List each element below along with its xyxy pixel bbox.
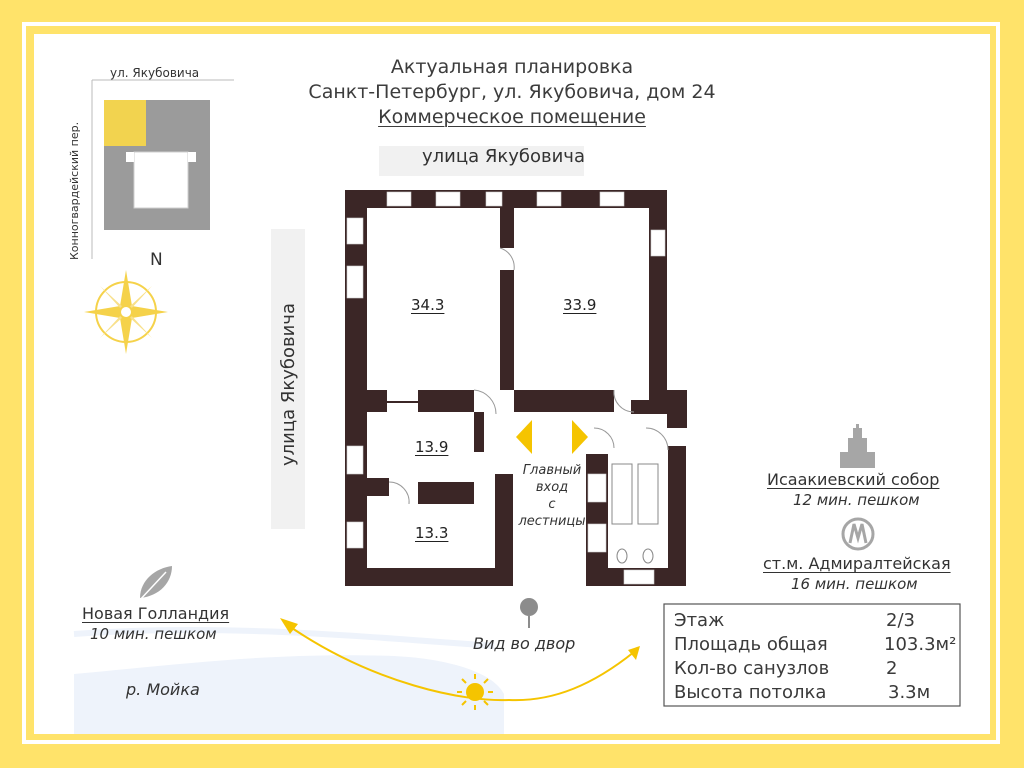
room-area-2: 33.9	[563, 296, 597, 314]
street-label-top: улица Якубовича	[422, 146, 585, 167]
page-title-line2: Санкт-Петербург, ул. Якубовича, дом 24	[308, 81, 716, 103]
page-subtitle: Коммерческое помещение	[378, 106, 646, 128]
plan-card: Актуальная планировка Санкт-Петербург, у…	[34, 34, 990, 734]
bathroom-fixtures	[611, 463, 659, 564]
cathedral-icon	[840, 424, 875, 468]
minimap	[91, 79, 234, 259]
compass-icon	[84, 270, 168, 354]
info-label-bathrooms: Кол-во санузлов	[674, 658, 830, 679]
entrance-arrow-right	[572, 420, 588, 454]
river-label: р. Мойка	[126, 680, 200, 699]
frame-border	[22, 22, 1000, 744]
holland-name: Новая Голландия	[82, 604, 230, 623]
windows	[346, 191, 666, 585]
minimap-street-left: Конногвардейский пер.	[68, 121, 81, 260]
sun-arrow-left-icon	[280, 618, 298, 634]
info-box	[663, 603, 961, 707]
room-area-3: 13.9	[415, 438, 449, 456]
holland-time: 10 мин. пешком	[90, 625, 217, 643]
minimap-highlight	[104, 100, 146, 146]
sun-icon	[457, 674, 493, 710]
street-label-left: улица Якубовича	[278, 303, 299, 466]
metro-time: 16 мин. пешком	[791, 575, 918, 593]
north-label: N	[150, 250, 163, 270]
doors	[387, 247, 669, 505]
info-value-area: 103.3м²	[884, 634, 957, 655]
sun-arrow-right-icon	[628, 646, 640, 660]
info-value-floor: 2/3	[886, 610, 915, 631]
room-area-1: 34.3	[411, 296, 445, 314]
street-left-shade	[271, 229, 305, 529]
entrance-arrow-left	[516, 420, 532, 454]
entrance-label: Главный вход с лестницы	[518, 463, 586, 529]
room-area-4: 13.3	[415, 524, 449, 542]
sun-path	[288, 625, 635, 702]
info-value-bathrooms: 2	[886, 658, 898, 679]
info-label-floor: Этаж	[674, 610, 725, 631]
metro-name: ст.м. Адмиралтейская	[763, 554, 951, 573]
cathedral-name: Исаакиевский собор	[767, 470, 940, 489]
yard-view-label: Вид во двор	[473, 634, 576, 653]
info-value-ceiling: 3.3м	[888, 682, 931, 703]
pin-icon	[520, 598, 538, 628]
page-title-line1: Актуальная планировка	[390, 56, 634, 78]
plan-graphics	[73, 79, 961, 734]
info-label-area: Площадь общая	[674, 634, 828, 655]
cathedral-time: 12 мин. пешком	[793, 491, 920, 509]
river-shape	[74, 655, 504, 734]
info-label-ceiling: Высота потолка	[674, 682, 827, 703]
minimap-street-top: ул. Якубовича	[110, 66, 200, 80]
metro-icon	[841, 517, 875, 551]
street-top-shade	[379, 146, 584, 176]
leaf-icon	[137, 566, 172, 603]
minimap-courtyard	[133, 151, 189, 209]
